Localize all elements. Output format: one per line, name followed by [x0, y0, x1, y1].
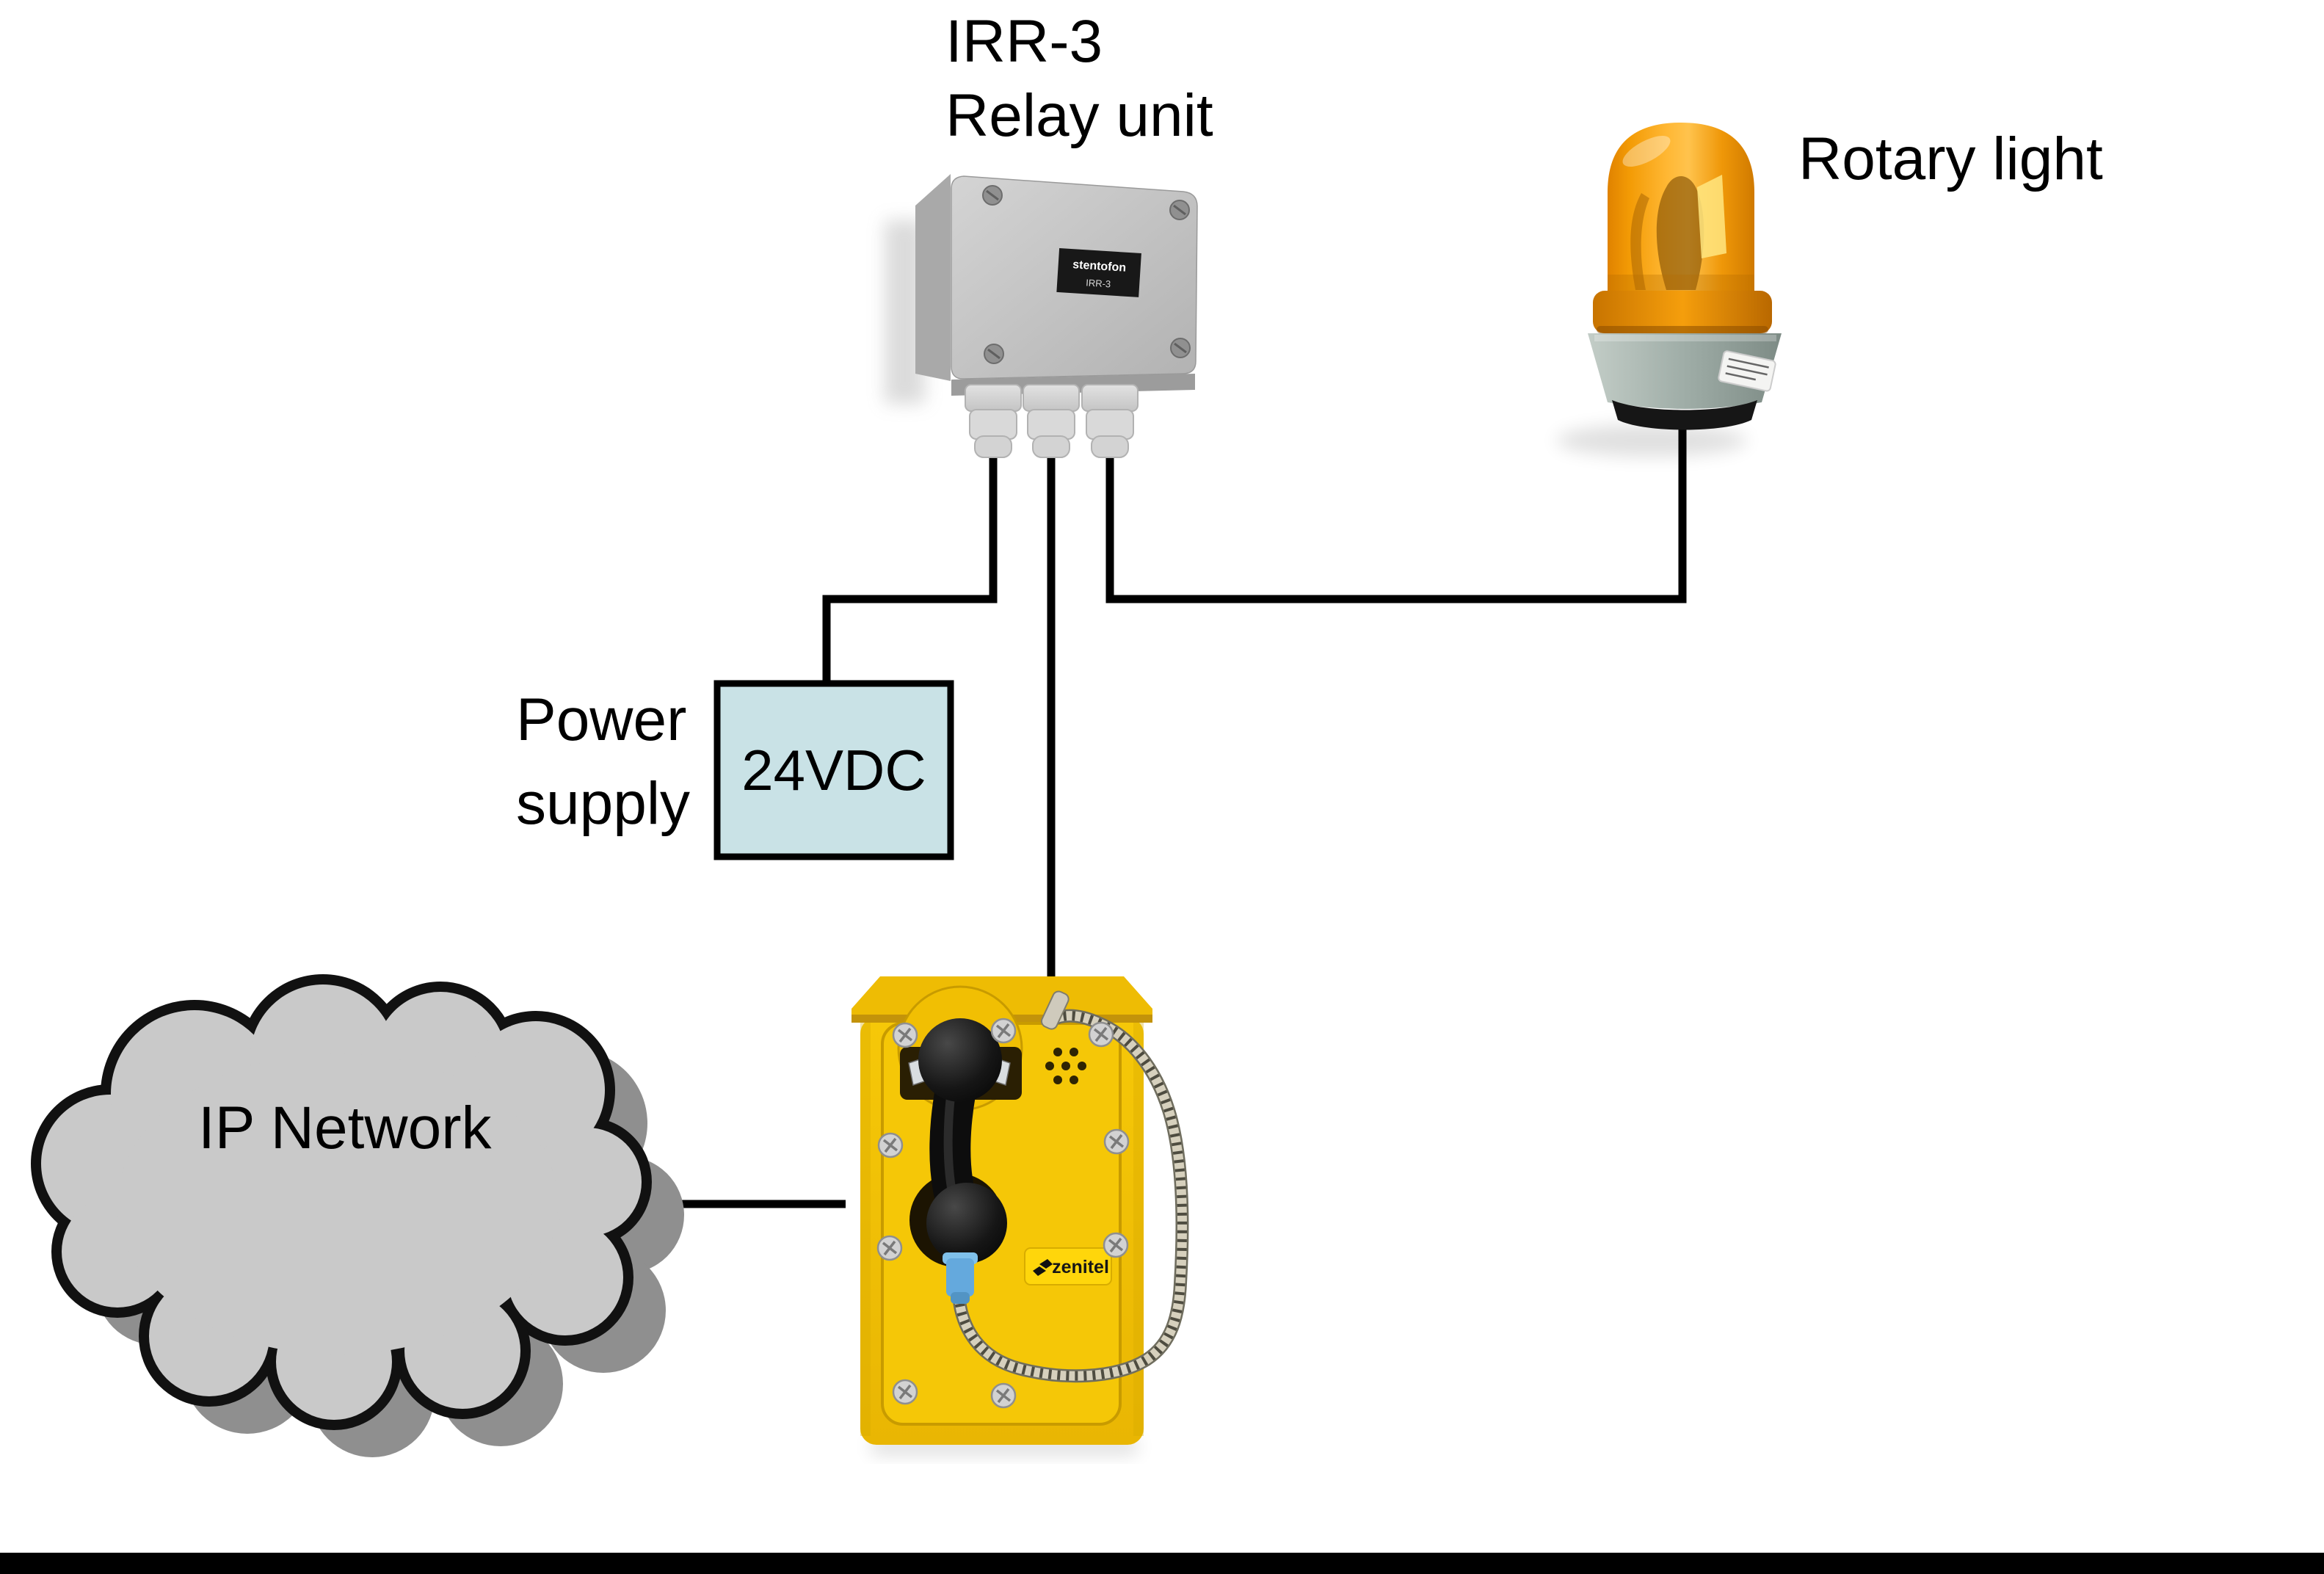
phone-speaker-holes — [1045, 1048, 1086, 1084]
wire-relay-to-power — [822, 440, 998, 686]
beacon-sticker — [1718, 350, 1776, 392]
phone-handset-cord — [952, 990, 1189, 1383]
phone-brand-text: zenitel — [1052, 1257, 1109, 1277]
rotary-light-photo — [1556, 123, 1782, 457]
beacon-shadow — [1556, 424, 1747, 457]
beacon-base-highlight — [1594, 335, 1776, 341]
phone-earpiece — [918, 1018, 1002, 1102]
beacon-sheen — [1622, 136, 1671, 167]
phone-body-shade-left — [860, 1018, 871, 1436]
beacon-flange — [1593, 291, 1772, 333]
beacon-highlight-wedge — [1697, 175, 1726, 258]
phone-body-shade-right — [1133, 1018, 1144, 1436]
relay-unit-photo: stentofon IRR-3 — [885, 174, 1198, 458]
beacon-rim — [1612, 400, 1757, 430]
cable-gland — [1081, 384, 1139, 458]
beacon-flange-lip — [1597, 326, 1768, 333]
cable-gland — [965, 384, 1022, 458]
beacon-reflection-dark — [1630, 193, 1649, 290]
bottom-bar — [0, 1553, 2324, 1574]
ip-network-cloud — [31, 974, 684, 1457]
phone-brand-label: zenitel — [1024, 1247, 1112, 1285]
power-supply-box — [713, 680, 954, 860]
cable-gland — [1023, 384, 1080, 458]
phone-screws — [876, 1018, 1130, 1409]
relay-side-face — [915, 174, 951, 381]
phone-blue-connector — [943, 1252, 978, 1304]
relay-cable-glands — [965, 384, 1139, 458]
relay-sticker-brand: stentofon — [1072, 258, 1127, 275]
beacon-bulb-silhouette — [1656, 176, 1704, 290]
wire-relay-to-beacon — [1105, 427, 1687, 603]
zenitel-logo-icon — [1033, 1259, 1053, 1276]
phone-mouthpiece — [926, 1183, 1007, 1263]
power-supply-value: 24VDC — [741, 737, 926, 802]
relay-screws — [982, 185, 1191, 364]
relay-sticker-model: IRR-3 — [1086, 277, 1111, 289]
cloud-fill — [41, 984, 642, 1420]
relay-sticker: stentofon IRR-3 — [1056, 248, 1141, 297]
rotary-light-label: Rotary light — [1798, 126, 2103, 192]
outdoor-phone-photo: zenitel — [851, 976, 1189, 1455]
ip-network-label: IP Network — [198, 1095, 492, 1161]
